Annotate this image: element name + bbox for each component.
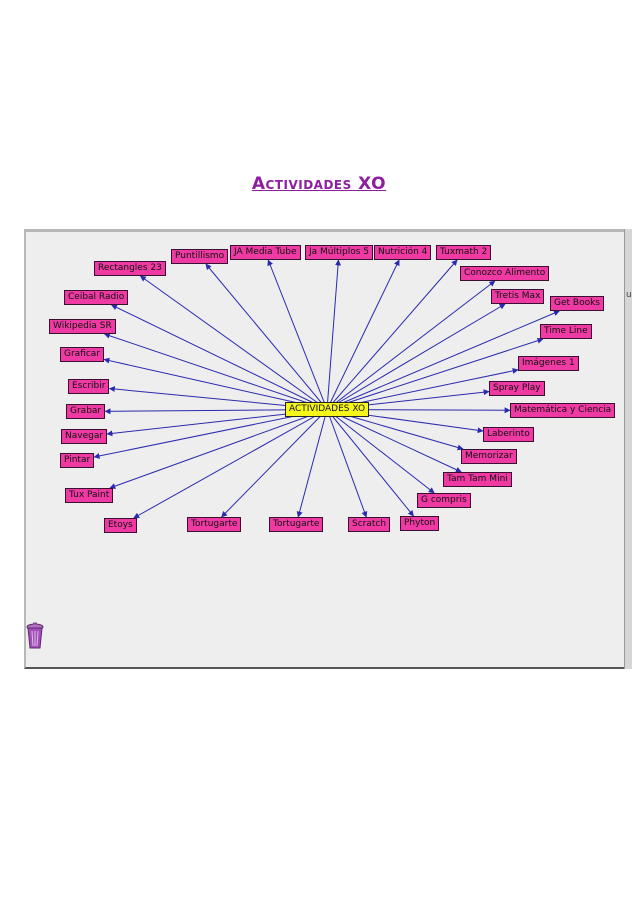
node-rectangles-23[interactable]: Rectangles 23: [94, 261, 166, 276]
arrow-node-etoys: [133, 409, 328, 519]
trash-icon[interactable]: [25, 622, 45, 650]
arrow-node-tux-paint: [109, 409, 328, 489]
edge-fragment: u: [626, 290, 632, 300]
arrow-node-ja-media-tube: [267, 259, 328, 410]
arrow-node-get-books: [326, 310, 560, 410]
arrow-node-ja-multiplos-5: [326, 259, 342, 410]
arrow-node-g-compris: [326, 409, 435, 494]
arrow-node-conozco-alimento: [326, 280, 496, 410]
center-node[interactable]: ACTIVIDADES XO: [285, 402, 370, 417]
page-title: Actividades XO: [251, 174, 387, 194]
node-spray-play[interactable]: Spray Play: [489, 381, 545, 396]
arrow-node-tortugarte-1: [221, 409, 328, 518]
arrow-node-graficar: [103, 357, 328, 410]
node-tretis-max[interactable]: Tretis Max: [491, 289, 545, 304]
node-tortugarte-1[interactable]: Tortugarte: [187, 517, 242, 532]
window-scrollbar[interactable]: [624, 229, 632, 669]
node-ja-multiplos-5[interactable]: Ja Múltiplos 5: [305, 245, 374, 260]
arrow-node-tortugarte-2: [296, 409, 328, 518]
node-laberinto[interactable]: Laberinto: [483, 427, 534, 442]
arrow-node-tuxmath-2: [326, 259, 458, 410]
arrow-node-phyton: [326, 409, 414, 517]
arrow-node-rectangles-23: [139, 275, 328, 410]
arrow-node-scratch: [326, 409, 368, 518]
node-ja-media-tube[interactable]: JA Media Tube: [230, 245, 301, 260]
node-conozco-alimento[interactable]: Conozco Alimento: [460, 266, 550, 281]
node-matematica-y-ciencia[interactable]: Matemática y Ciencia: [510, 403, 616, 418]
node-time-line[interactable]: Time Line: [540, 324, 592, 339]
node-g-compris[interactable]: G compris: [417, 493, 471, 508]
node-etoys[interactable]: Etoys: [104, 518, 137, 533]
node-tux-paint[interactable]: Tux Paint: [65, 488, 114, 503]
arrow-node-ceibal-radio: [111, 304, 328, 410]
arrow-node-wikipedia-sr: [103, 332, 328, 410]
node-puntillismo[interactable]: Puntillismo: [171, 249, 229, 264]
node-wikipedia-sr[interactable]: Wikipedia SR: [49, 319, 116, 334]
arrow-node-puntillismo: [205, 263, 328, 410]
node-get-books[interactable]: Get Books: [550, 296, 604, 311]
node-nutricion-4[interactable]: Nutrición 4: [374, 245, 432, 260]
arrow-node-pintar: [93, 409, 328, 459]
node-imagenes-1[interactable]: Imágenes 1: [518, 356, 579, 371]
node-phyton[interactable]: Phyton: [400, 516, 440, 531]
arrow-node-tam-tam-mini: [326, 409, 462, 473]
node-graficar[interactable]: Graficar: [60, 347, 105, 362]
node-grabar[interactable]: Grabar: [66, 404, 106, 419]
node-ceibal-radio[interactable]: Ceibal Radio: [64, 290, 129, 305]
arrow-node-time-line: [326, 337, 544, 410]
node-memorizar[interactable]: Memorizar: [461, 449, 517, 464]
node-tam-tam-mini[interactable]: Tam Tam Mini: [443, 472, 512, 487]
node-navegar[interactable]: Navegar: [61, 429, 108, 444]
node-tuxmath-2[interactable]: Tuxmath 2: [436, 245, 492, 260]
node-escribir[interactable]: Escribir: [68, 379, 110, 394]
node-tortugarte-2[interactable]: Tortugarte: [269, 517, 324, 532]
arrow-node-tretis-max: [326, 303, 506, 410]
node-pintar[interactable]: Pintar: [60, 453, 95, 468]
node-scratch[interactable]: Scratch: [348, 517, 391, 532]
arrow-node-nutricion-4: [326, 259, 400, 410]
